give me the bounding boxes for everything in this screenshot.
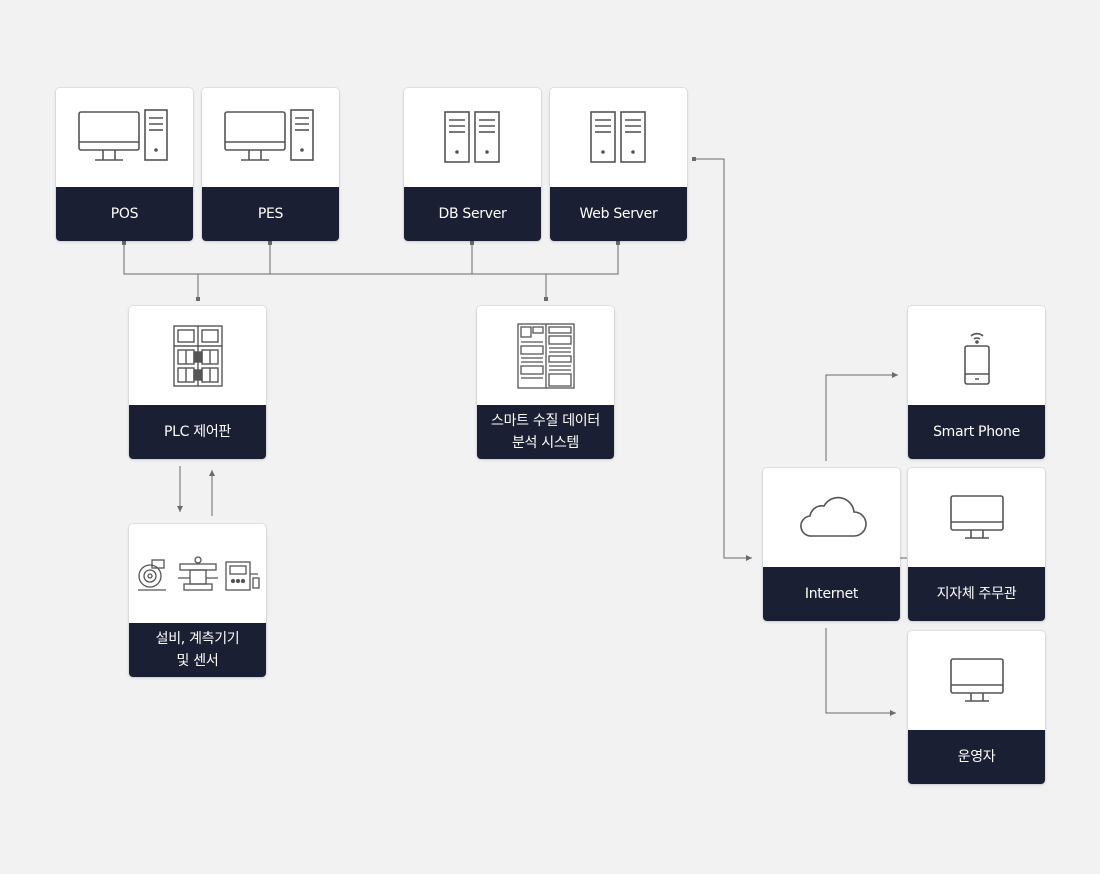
node-label: POS <box>56 187 193 241</box>
node-label: Internet <box>763 567 900 621</box>
internet-to-phone-line <box>825 372 898 461</box>
smartphone-icon <box>908 306 1045 405</box>
monitor-icon <box>908 631 1045 730</box>
node-pos: POS <box>56 88 193 241</box>
node-operator: 운영자 <box>908 631 1045 784</box>
node-label: Web Server <box>550 187 687 241</box>
machinery-icon <box>129 524 266 623</box>
internet-to-operator-line <box>825 628 896 716</box>
node-label: Smart Phone <box>908 405 1045 459</box>
cloud-icon <box>763 468 900 567</box>
node-equipment: 설비, 계측기기 및 센서 <box>129 524 266 677</box>
control-panel-icon <box>129 306 266 405</box>
node-label: PLC 제어판 <box>129 405 266 459</box>
node-label: PES <box>202 187 339 241</box>
node-pes: PES <box>202 88 339 241</box>
desktop-computer-icon <box>202 88 339 187</box>
server-icon <box>404 88 541 187</box>
server-icon <box>550 88 687 187</box>
node-label: 설비, 계측기기 및 센서 <box>129 623 266 677</box>
node-label: DB Server <box>404 187 541 241</box>
bus-line <box>123 243 619 275</box>
node-smart-phone: Smart Phone <box>908 306 1045 459</box>
monitor-icon <box>908 468 1045 567</box>
node-label: 운영자 <box>908 730 1045 784</box>
node-smart-water-system: 스마트 수질 데이터 분석 시스템 <box>477 306 614 459</box>
web-to-internet-line <box>694 158 752 561</box>
node-label: 지자체 주무관 <box>908 567 1045 621</box>
equipment-rack-icon <box>477 306 614 405</box>
node-local-government-officer: 지자체 주무관 <box>908 468 1045 621</box>
node-db-server: DB Server <box>404 88 541 241</box>
node-internet: Internet <box>763 468 900 621</box>
desktop-computer-icon <box>56 88 193 187</box>
node-web-server: Web Server <box>550 88 687 241</box>
node-plc: PLC 제어판 <box>129 306 266 459</box>
node-label: 스마트 수질 데이터 분석 시스템 <box>477 405 614 459</box>
